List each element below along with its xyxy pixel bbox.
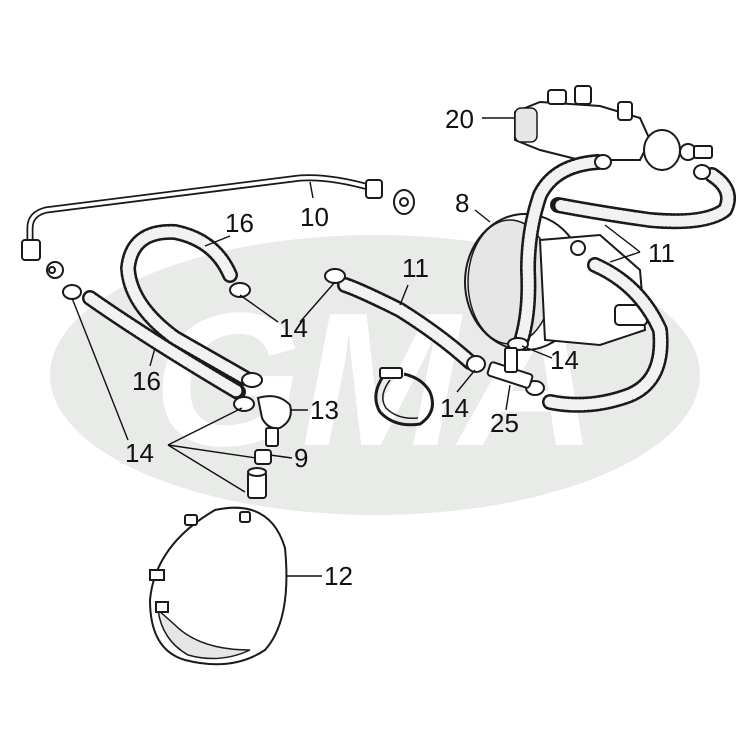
callout-16-upper: 16 (225, 208, 254, 238)
spare-clamp (374, 367, 434, 427)
callout-14-right: 14 (550, 345, 579, 375)
callout-labels: 20 8 10 16 11 11 14 14 14 16 13 9 14 25 … (125, 104, 675, 591)
callout-14-top: 14 (279, 313, 308, 343)
hose-clips-left (62, 282, 263, 412)
callout-11-middle: 11 (402, 253, 429, 283)
callout-13: 13 (310, 395, 339, 425)
hose-11-middle (337, 277, 478, 370)
hose-11-upper (514, 154, 736, 413)
metal-pipe-10 (21, 174, 415, 279)
master-cylinder-20 (514, 85, 713, 171)
callout-14-left: 14 (125, 438, 154, 468)
leader-lines (71, 117, 641, 577)
reservoir-12 (148, 506, 288, 666)
connector-9 (247, 449, 272, 499)
hose-16-lower (82, 290, 246, 400)
callout-9: 9 (294, 443, 308, 473)
callout-25: 25 (490, 408, 519, 438)
callout-20: 20 (445, 104, 474, 134)
callout-11-right: 11 (648, 238, 675, 268)
callout-16-lower: 16 (132, 366, 161, 396)
callout-14-bottom: 14 (440, 393, 469, 423)
connector-13 (256, 395, 292, 447)
callout-10: 10 (300, 202, 329, 232)
callout-8: 8 (455, 188, 469, 218)
t-piece-25 (486, 347, 534, 389)
callout-12: 12 (324, 561, 353, 591)
